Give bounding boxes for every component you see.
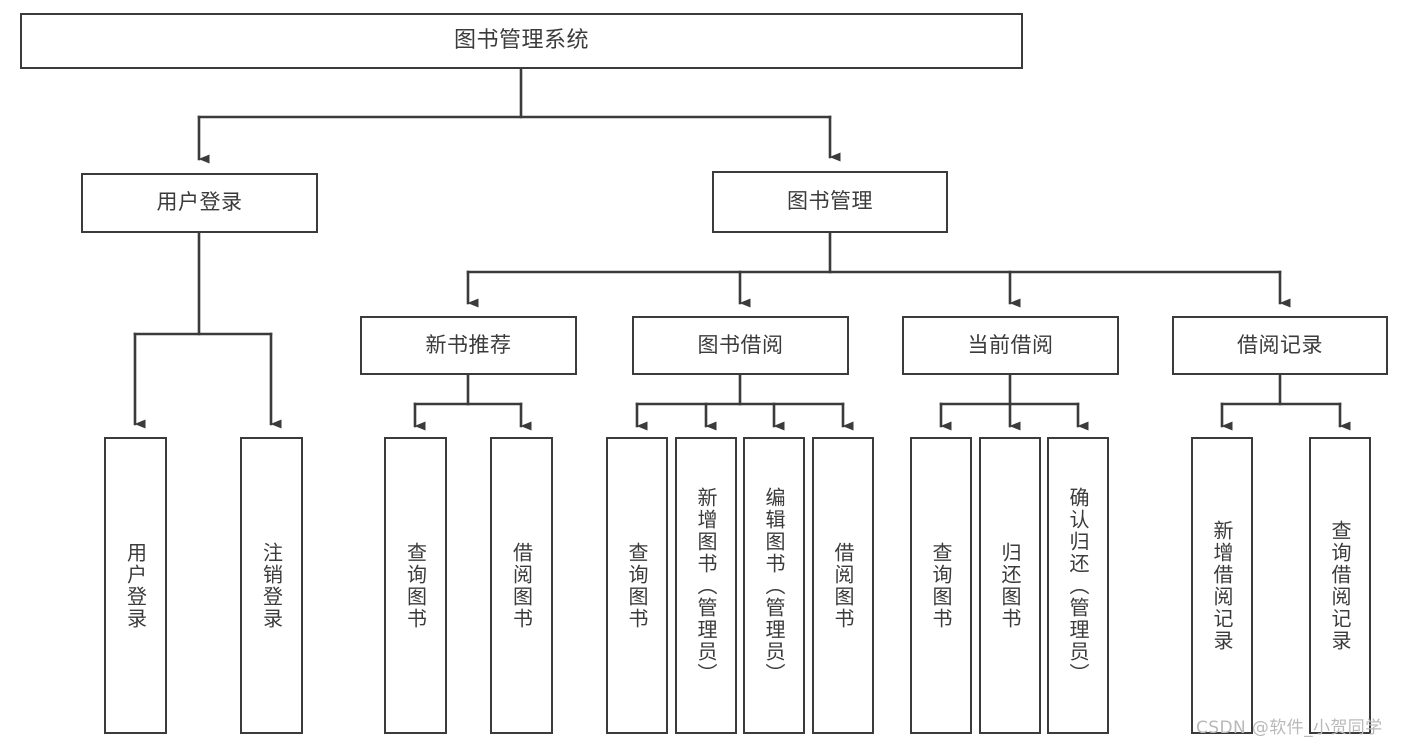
leaf-user-login-logout[interactable]: 注销登录	[240, 437, 303, 734]
node-label: 借阅图书	[509, 541, 534, 630]
node-book-borrow[interactable]: 图书借阅	[632, 316, 849, 375]
node-book-management[interactable]: 图书管理	[712, 171, 948, 233]
leaf-new-book-borrow[interactable]: 借阅图书	[490, 437, 553, 734]
node-root-book-management-system[interactable]: 图书管理系统	[20, 13, 1023, 69]
node-label: 新增借阅记录	[1210, 519, 1234, 652]
edge-group-root	[197, 67, 841, 164]
edge-group-borrow-record	[1220, 373, 1351, 431]
node-label: 借阅图书	[831, 541, 855, 630]
node-label: 用户登录	[123, 541, 148, 630]
node-label: 新增图书（管理员）	[694, 486, 718, 685]
leaf-user-login-login[interactable]: 用户登录	[104, 437, 167, 734]
edge-group-user-login	[133, 231, 282, 429]
edge-group-current-borrow	[939, 373, 1089, 431]
node-borrow-record[interactable]: 借阅记录	[1172, 316, 1388, 375]
leaf-current-borrow-return[interactable]: 归还图书	[979, 437, 1041, 734]
node-label: 用户登录	[156, 190, 243, 215]
node-label: 查询图书	[625, 541, 649, 630]
leaf-new-book-query[interactable]: 查询图书	[384, 437, 447, 734]
node-user-login[interactable]: 用户登录	[81, 173, 318, 233]
node-label: 编辑图书（管理员）	[762, 486, 786, 685]
node-label: 查询图书	[929, 541, 953, 630]
node-label: 确认归还（管理员）	[1066, 486, 1090, 685]
leaf-borrow-record-query[interactable]: 查询借阅记录	[1309, 437, 1371, 734]
leaf-book-borrow-query[interactable]: 查询图书	[606, 437, 668, 734]
node-label: 归还图书	[998, 541, 1022, 630]
node-label: 图书管理	[787, 189, 873, 214]
node-label: 注销登录	[259, 541, 284, 630]
node-label: 图书借阅	[697, 332, 784, 357]
leaf-borrow-record-add[interactable]: 新增借阅记录	[1191, 437, 1253, 734]
edge-group-new-book	[413, 373, 532, 431]
leaf-book-borrow-add[interactable]: 新增图书（管理员）	[675, 437, 737, 734]
edge-group-book-management	[466, 231, 1291, 308]
edge-group-book-borrow	[635, 373, 854, 431]
leaf-book-borrow-edit[interactable]: 编辑图书（管理员）	[743, 437, 805, 734]
node-label: 当前借阅	[967, 332, 1054, 357]
node-current-borrow[interactable]: 当前借阅	[902, 316, 1119, 375]
node-label: 查询图书	[403, 541, 428, 630]
node-new-book-recommend[interactable]: 新书推荐	[360, 316, 577, 375]
node-label: 新书推荐	[425, 332, 512, 357]
leaf-current-borrow-query[interactable]: 查询图书	[910, 437, 972, 734]
node-label: 查询借阅记录	[1328, 519, 1352, 652]
node-label: 借阅记录	[1237, 332, 1323, 357]
leaf-current-borrow-confirm-return[interactable]: 确认归还（管理员）	[1047, 437, 1109, 734]
node-label: 图书管理系统	[453, 27, 589, 53]
leaf-book-borrow-borrow[interactable]: 借阅图书	[812, 437, 874, 734]
